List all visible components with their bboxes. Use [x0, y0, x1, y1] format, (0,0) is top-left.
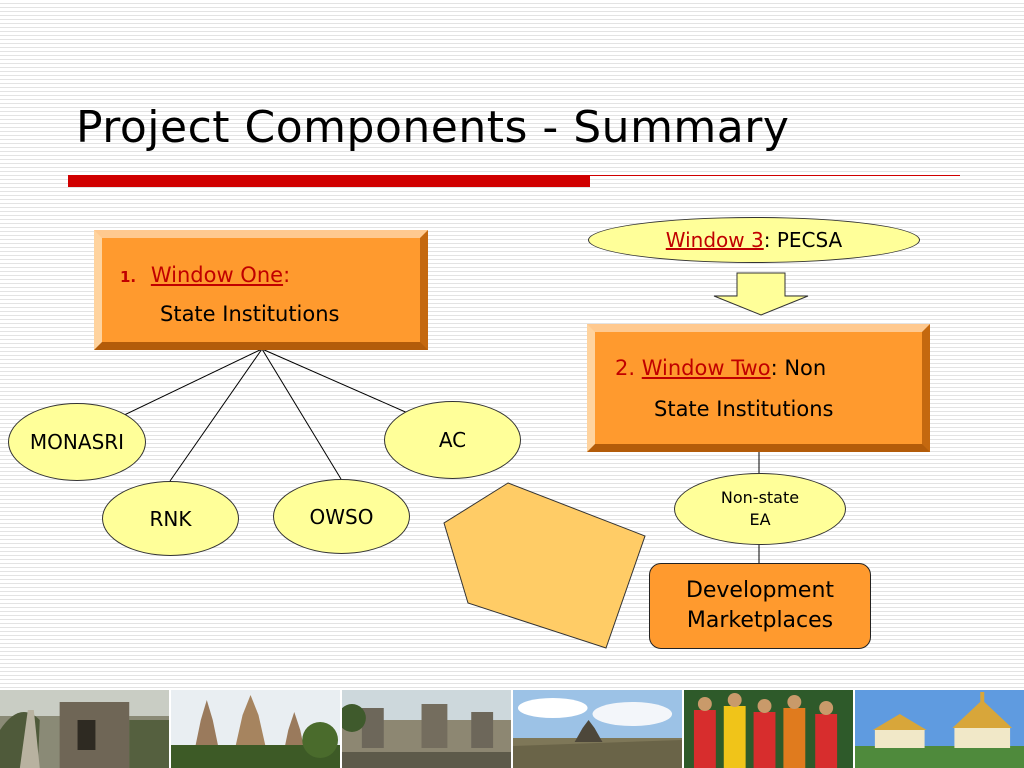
development-line2: Marketplaces — [686, 608, 834, 633]
temple-ruins-photo — [0, 690, 169, 768]
window-three-label: Window 3 — [665, 228, 764, 252]
pentagon-shape — [443, 482, 646, 649]
institution-monasri: MONASRI — [8, 403, 146, 481]
institution-rnk: RNK — [102, 481, 239, 556]
window-one-box — [94, 230, 428, 350]
window-one-number: 1. — [120, 268, 137, 286]
window-three-suffix: : PECSA — [763, 228, 843, 252]
title-underline-thick — [68, 175, 590, 187]
temple-towers-photo — [169, 690, 340, 768]
royal-palace-photo — [853, 690, 1024, 768]
window-two-label: Window Two — [641, 356, 771, 380]
development-marketplaces-box: Development Marketplaces — [649, 563, 871, 649]
window-one-colon: : — [283, 263, 291, 287]
window-two-number: 2. — [615, 356, 636, 380]
non-state-ea-ellipse: Non-state EA — [674, 473, 846, 545]
connector-owso — [261, 348, 342, 480]
development-line1: Development — [685, 578, 835, 603]
institution-ac: AC — [384, 401, 521, 479]
down-arrow-shape — [713, 272, 809, 316]
non-state-line1: Non-state — [720, 488, 800, 507]
connector-ac — [261, 348, 411, 415]
window-one-label: Window One — [150, 263, 284, 287]
window-two-subtitle: State Institutions — [654, 397, 834, 421]
non-state-line2: EA — [749, 510, 771, 529]
photo-strip — [0, 690, 1024, 768]
angkor-landscape-photo — [511, 690, 682, 768]
connector-rnk — [169, 348, 263, 482]
institution-owso: OWSO — [273, 479, 410, 554]
slide-title: Project Components - Summary — [76, 102, 790, 153]
connector-monasri — [119, 348, 263, 418]
title-underline-thin — [590, 175, 960, 176]
window-two-heading: 2. Window Two: Non — [615, 356, 826, 380]
dancers-photo — [682, 690, 853, 768]
window-two-box — [587, 324, 930, 452]
stone-statues-photo — [340, 690, 511, 768]
window-one-subtitle: State Institutions — [160, 302, 340, 326]
window-two-suffix: : Non — [770, 356, 827, 380]
window-one-heading: 1. Window One: — [120, 263, 290, 287]
window-three-ellipse: Window 3: PECSA — [588, 217, 920, 263]
